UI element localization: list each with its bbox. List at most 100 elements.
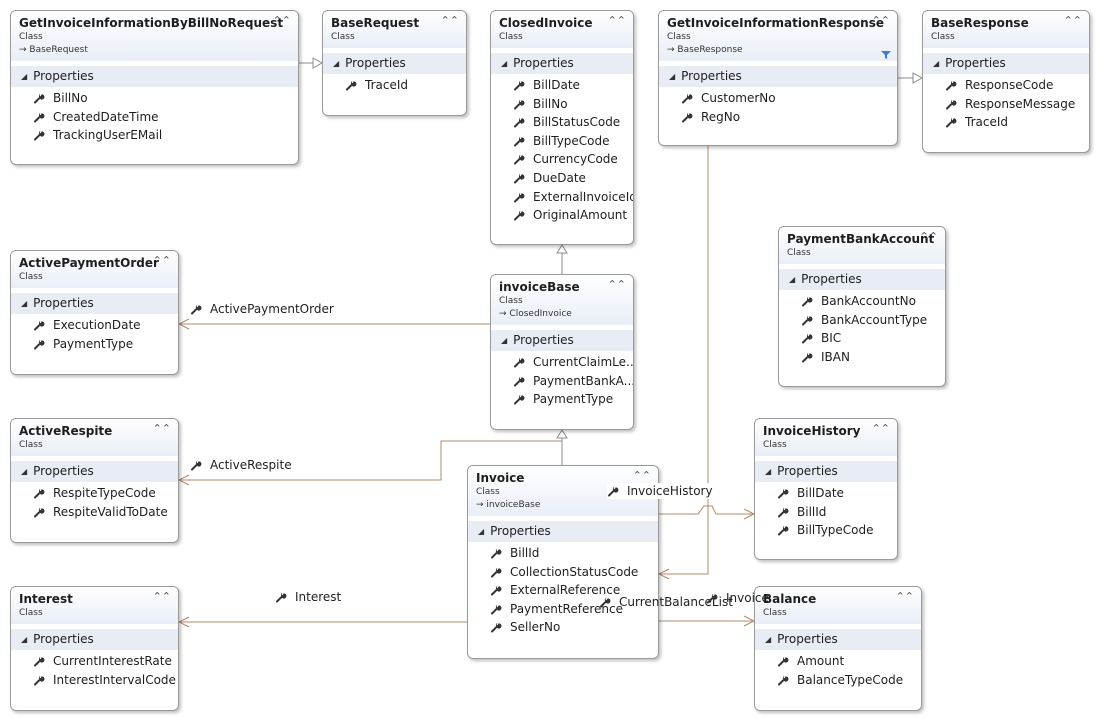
property-item[interactable]: TraceId bbox=[923, 113, 1089, 132]
wrench-icon bbox=[491, 623, 502, 633]
property-list: ResponseCode ResponseMessage TraceId bbox=[923, 74, 1089, 136]
property-item[interactable]: PaymentBankA... bbox=[491, 372, 633, 391]
property-item[interactable]: IBAN bbox=[779, 348, 945, 367]
properties-section[interactable]: ◢Properties bbox=[11, 629, 178, 650]
property-item[interactable]: BillId bbox=[755, 503, 897, 522]
double-chevron-up-icon[interactable]: ⌃⌃ bbox=[272, 14, 291, 27]
property-item[interactable]: CurrentInterestRate bbox=[11, 652, 178, 671]
property-item[interactable]: ResponseMessage bbox=[923, 95, 1089, 114]
class-invoicehistory[interactable]: InvoiceHistory Class ⌃⌃ ◢Properties Bill… bbox=[754, 418, 898, 560]
property-item[interactable]: CreatedDateTime bbox=[11, 108, 298, 127]
property-item[interactable]: BillDate bbox=[755, 484, 897, 503]
association-label-activepaymentorder[interactable]: ActivePaymentOrder bbox=[190, 301, 334, 317]
property-item[interactable]: SellerNo bbox=[468, 618, 658, 637]
property-item[interactable]: CollectionStatusCode bbox=[468, 563, 658, 582]
class-paymentbankaccount[interactable]: PaymentBankAccount Class ⌃⌃ ◢Properties … bbox=[778, 226, 946, 387]
class-name: GetInvoiceInformationResponse bbox=[667, 16, 884, 30]
properties-section[interactable]: ◢Properties bbox=[779, 269, 945, 290]
association-label-currentbalancelist[interactable]: CurrentBalanceList bbox=[599, 594, 733, 610]
property-item[interactable]: ExternalReference bbox=[468, 581, 658, 600]
association-label-interest[interactable]: Interest bbox=[275, 589, 341, 605]
property-item[interactable]: BillNo bbox=[491, 95, 633, 114]
property-item[interactable]: RespiteTypeCode bbox=[11, 484, 178, 503]
property-item[interactable]: ExecutionDate bbox=[11, 316, 178, 335]
double-chevron-up-icon[interactable]: ⌃⌃ bbox=[607, 14, 626, 27]
properties-section[interactable]: ◢Properties bbox=[11, 66, 298, 87]
property-item[interactable]: CurrencyCode bbox=[491, 150, 633, 169]
association-label-invoice[interactable]: Invoice bbox=[706, 590, 769, 606]
property-item[interactable]: TraceId bbox=[323, 76, 466, 95]
class-balance[interactable]: Balance Class ⌃⌃ ◢Properties Amount Bala… bbox=[754, 586, 922, 711]
property-item[interactable]: BankAccountType bbox=[779, 311, 945, 330]
property-item[interactable]: BIC bbox=[779, 329, 945, 348]
base-class-ref: → invoiceBase bbox=[476, 500, 541, 510]
double-chevron-up-icon[interactable]: ⌃⌃ bbox=[919, 230, 938, 243]
assoc-line-response-invoice bbox=[659, 146, 709, 575]
class-name: Interest bbox=[19, 592, 73, 606]
class-baseresponse[interactable]: BaseResponse Class ⌃⌃ ◢Properties Respon… bbox=[922, 10, 1090, 153]
properties-section[interactable]: ◢Properties bbox=[491, 330, 633, 351]
property-item[interactable]: OriginalAmount bbox=[491, 206, 633, 225]
property-item[interactable]: BillNo bbox=[11, 89, 298, 108]
class-header: ClosedInvoice Class ⌃⌃ bbox=[491, 11, 633, 48]
class-interest[interactable]: Interest Class ⌃⌃ ◢Properties CurrentInt… bbox=[10, 586, 179, 711]
class-activepaymentorder[interactable]: ActivePaymentOrder Class ⌃⌃ ◢Properties … bbox=[10, 250, 179, 375]
association-label-activerespite[interactable]: ActiveRespite bbox=[190, 457, 292, 473]
property-item[interactable]: BillTypeCode bbox=[755, 521, 897, 540]
class-closedinvoice[interactable]: ClosedInvoice Class ⌃⌃ ◢Properties BillD… bbox=[490, 10, 634, 245]
class-header: ActiveRespite Class ⌃⌃ bbox=[11, 419, 178, 456]
property-item[interactable]: Amount bbox=[755, 652, 921, 671]
class-invoicebase[interactable]: invoiceBase Class → ClosedInvoice ⌃⌃ ◢Pr… bbox=[490, 274, 634, 430]
class-activerespite[interactable]: ActiveRespite Class ⌃⌃ ◢Properties Respi… bbox=[10, 418, 179, 543]
assoc-arrow-interest bbox=[177, 616, 190, 628]
property-item[interactable]: ExternalInvoiceId bbox=[491, 188, 633, 207]
double-chevron-up-icon[interactable]: ⌃⌃ bbox=[152, 590, 171, 603]
double-chevron-up-icon[interactable]: ⌃⌃ bbox=[632, 469, 651, 482]
class-kind: Class bbox=[499, 32, 523, 42]
property-item[interactable]: BillTypeCode bbox=[491, 132, 633, 151]
properties-section[interactable]: ◢Properties bbox=[468, 521, 658, 542]
class-getinvoiceinformationbybillnorequest[interactable]: GetInvoiceInformationByBillNoRequest Cla… bbox=[10, 10, 299, 165]
properties-section[interactable]: ◢Properties bbox=[11, 293, 178, 314]
property-item[interactable]: BillStatusCode bbox=[491, 113, 633, 132]
property-item[interactable]: BillDate bbox=[491, 76, 633, 95]
properties-section[interactable]: ◢Properties bbox=[923, 53, 1089, 74]
class-kind: Class bbox=[499, 296, 523, 306]
property-item[interactable]: BankAccountNo bbox=[779, 292, 945, 311]
property-item[interactable]: DueDate bbox=[491, 169, 633, 188]
properties-section[interactable]: ◢Properties bbox=[659, 66, 897, 87]
properties-section[interactable]: ◢Properties bbox=[491, 53, 633, 74]
properties-section[interactable]: ◢Properties bbox=[11, 461, 178, 482]
class-baserequest[interactable]: BaseRequest Class ⌃⌃ ◢Properties TraceId bbox=[322, 10, 467, 116]
double-chevron-up-icon[interactable]: ⌃⌃ bbox=[871, 14, 890, 27]
property-item[interactable]: PaymentType bbox=[491, 390, 633, 409]
property-item[interactable]: InterestIntervalCode bbox=[11, 671, 178, 690]
wrench-icon bbox=[802, 315, 813, 326]
filter-icon[interactable] bbox=[881, 51, 891, 59]
class-kind: Class bbox=[667, 32, 691, 42]
double-chevron-up-icon[interactable]: ⌃⌃ bbox=[895, 590, 914, 603]
property-item[interactable]: RespiteValidToDate bbox=[11, 503, 178, 522]
double-chevron-up-icon[interactable]: ⌃⌃ bbox=[152, 254, 171, 267]
property-item[interactable]: CustomerNo bbox=[659, 89, 897, 108]
properties-section[interactable]: ◢Properties bbox=[755, 461, 897, 482]
property-item[interactable]: TrackingUserEMail bbox=[11, 126, 298, 145]
double-chevron-up-icon[interactable]: ⌃⌃ bbox=[152, 422, 171, 435]
property-item[interactable]: BillId bbox=[468, 544, 658, 563]
property-item[interactable]: PaymentReference bbox=[468, 600, 658, 619]
double-chevron-up-icon[interactable]: ⌃⌃ bbox=[440, 14, 459, 27]
double-chevron-up-icon[interactable]: ⌃⌃ bbox=[871, 422, 890, 435]
properties-section[interactable]: ◢Properties bbox=[323, 53, 466, 74]
property-item[interactable]: PaymentType bbox=[11, 335, 178, 354]
property-list: BillNo CreatedDateTime TrackingUserEMail bbox=[11, 87, 298, 149]
property-item[interactable]: RegNo bbox=[659, 108, 897, 127]
property-item[interactable]: ResponseCode bbox=[923, 76, 1089, 95]
triangle-down-icon: ◢ bbox=[21, 467, 28, 476]
property-item[interactable]: BalanceTypeCode bbox=[755, 671, 921, 690]
double-chevron-up-icon[interactable]: ⌃⌃ bbox=[1063, 14, 1082, 27]
properties-section[interactable]: ◢Properties bbox=[755, 629, 921, 650]
property-item[interactable]: CurrentClaimLe... bbox=[491, 353, 633, 372]
class-getinvoiceinformationresponse[interactable]: GetInvoiceInformationResponse Class → Ba… bbox=[658, 10, 898, 146]
association-label-invoicehistory[interactable]: InvoiceHistory bbox=[607, 483, 715, 499]
double-chevron-up-icon[interactable]: ⌃⌃ bbox=[607, 278, 626, 291]
